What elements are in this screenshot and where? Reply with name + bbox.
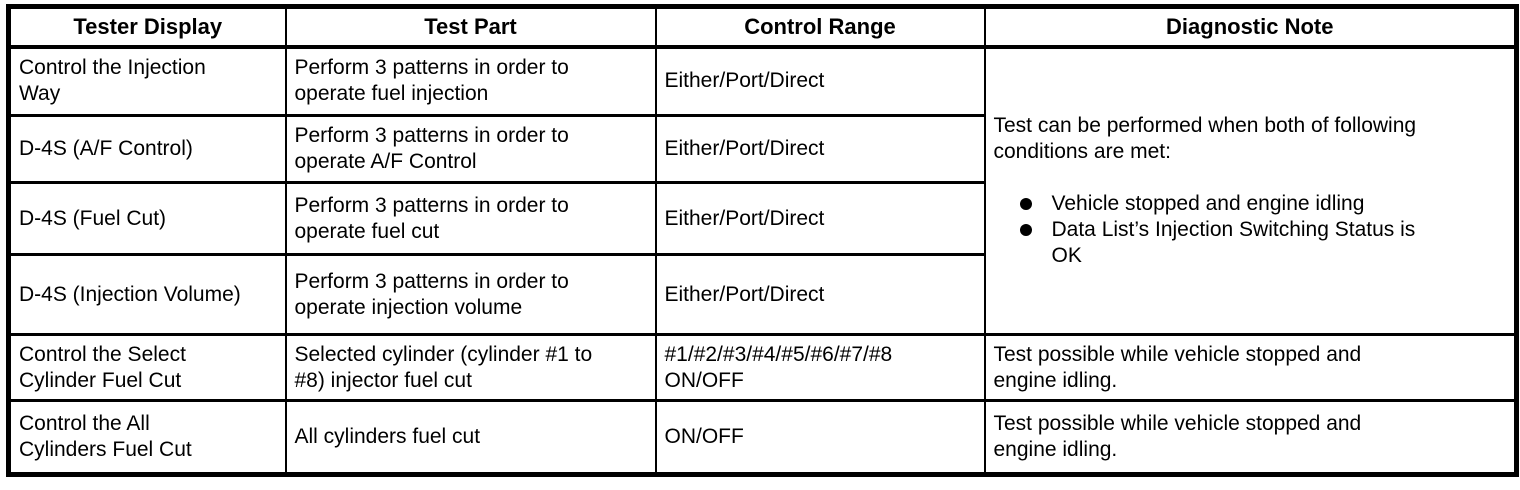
cell-tester-display: Control the All Cylinders Fuel Cut xyxy=(7,399,287,476)
table-row: Control the Select Cylinder Fuel Cut Sel… xyxy=(7,333,1518,402)
cell-test-part: Perform 3 patterns in order to operate i… xyxy=(284,253,657,336)
active-test-diagnostic-table: Tester Display Test Part Control Range D… xyxy=(6,4,1519,477)
cell-diagnostic-note-merged: Test can be performed when both of follo… xyxy=(983,45,1518,336)
cell-test-part: All cylinders fuel cut xyxy=(284,399,657,476)
cell-diagnostic-note: Test possible while vehicle stopped and … xyxy=(983,399,1518,476)
cell-tester-display: D-4S (A/F Control) xyxy=(7,114,287,184)
column-header-diagnostic-note: Diagnostic Note xyxy=(983,5,1518,49)
cell-control-range: Either/Port/Direct xyxy=(654,45,986,117)
bullet-icon xyxy=(1019,223,1032,236)
table-row: D-4S (Fuel Cut) Perform 3 patterns in or… xyxy=(7,181,1517,256)
diagnostic-note-bullet-list: Vehicle stopped and engine idling Data L… xyxy=(1016,191,1507,269)
cell-control-range: Either/Port/Direct xyxy=(654,181,986,256)
cell-diagnostic-note: Test possible while vehicle stopped and … xyxy=(983,333,1518,402)
column-header-test-part: Test Part xyxy=(284,5,657,49)
bullet-text: Vehicle stopped and engine idling xyxy=(1051,191,1365,215)
list-item: Data List’s Injection Switching Status i… xyxy=(1016,217,1507,269)
cell-test-part: Perform 3 patterns in order to operate f… xyxy=(284,45,657,117)
cell-tester-display: D-4S (Injection Volume) xyxy=(7,253,287,336)
cell-test-part: Selected cylinder (cylinder #1 to #8) in… xyxy=(284,333,657,402)
list-item: Vehicle stopped and engine idling xyxy=(1016,191,1507,217)
table-row: Control the All Cylinders Fuel Cut All c… xyxy=(7,399,1518,476)
cell-test-part: Perform 3 patterns in order to operate A… xyxy=(284,114,657,184)
cell-tester-display: Control the Select Cylinder Fuel Cut xyxy=(7,333,287,402)
cell-control-range: #1/#2/#3/#4/#5/#6/#7/#8 ON/OFF xyxy=(654,333,986,402)
cell-control-range: ON/OFF xyxy=(654,399,986,476)
column-header-control-range: Control Range xyxy=(654,5,986,49)
header-row: Tester Display Test Part Control Range D… xyxy=(7,5,1518,49)
column-header-tester-display: Tester Display xyxy=(7,5,287,49)
cell-tester-display: Control the Injection Way xyxy=(7,45,287,117)
cell-test-part: Perform 3 patterns in order to operate f… xyxy=(284,181,657,256)
diagnostic-note-intro: Test can be performed when both of follo… xyxy=(993,113,1417,163)
cell-tester-display: D-4S (Fuel Cut) xyxy=(7,181,287,256)
bullet-icon xyxy=(1019,197,1032,210)
cell-control-range: Either/Port/Direct xyxy=(654,253,986,336)
table-row: D-4S (Injection Volume) Perform 3 patter… xyxy=(7,253,1517,336)
table-row: Control the Injection Way Perform 3 patt… xyxy=(7,45,1518,336)
cell-control-range: Either/Port/Direct xyxy=(654,114,986,184)
table-row: D-4S (A/F Control) Perform 3 patterns in… xyxy=(7,114,1517,184)
bullet-text: Data List’s Injection Switching Status i… xyxy=(1051,217,1416,267)
